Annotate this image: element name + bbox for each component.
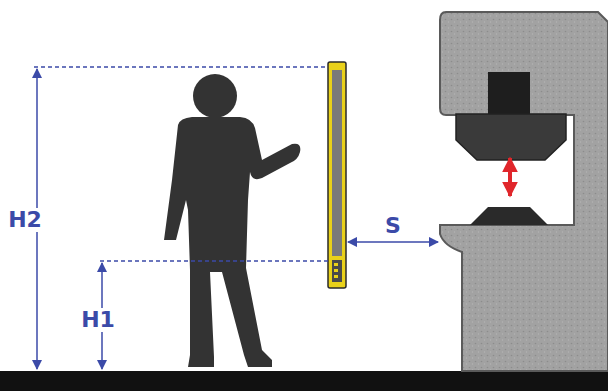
light-curtain (328, 62, 346, 288)
operator-silhouette (164, 74, 300, 367)
light-curtain-base (332, 260, 342, 282)
motion-arrow (508, 158, 512, 196)
floor (0, 371, 608, 391)
dimension-lines (34, 67, 438, 369)
press-ram (488, 72, 530, 116)
upper-die (456, 114, 566, 160)
lower-die (470, 207, 548, 225)
press-frame (440, 12, 608, 371)
distance-label: S (383, 214, 403, 238)
light-curtain-lens (332, 70, 342, 256)
height-label: H1 (79, 308, 117, 332)
height-label: H2 (6, 208, 44, 232)
